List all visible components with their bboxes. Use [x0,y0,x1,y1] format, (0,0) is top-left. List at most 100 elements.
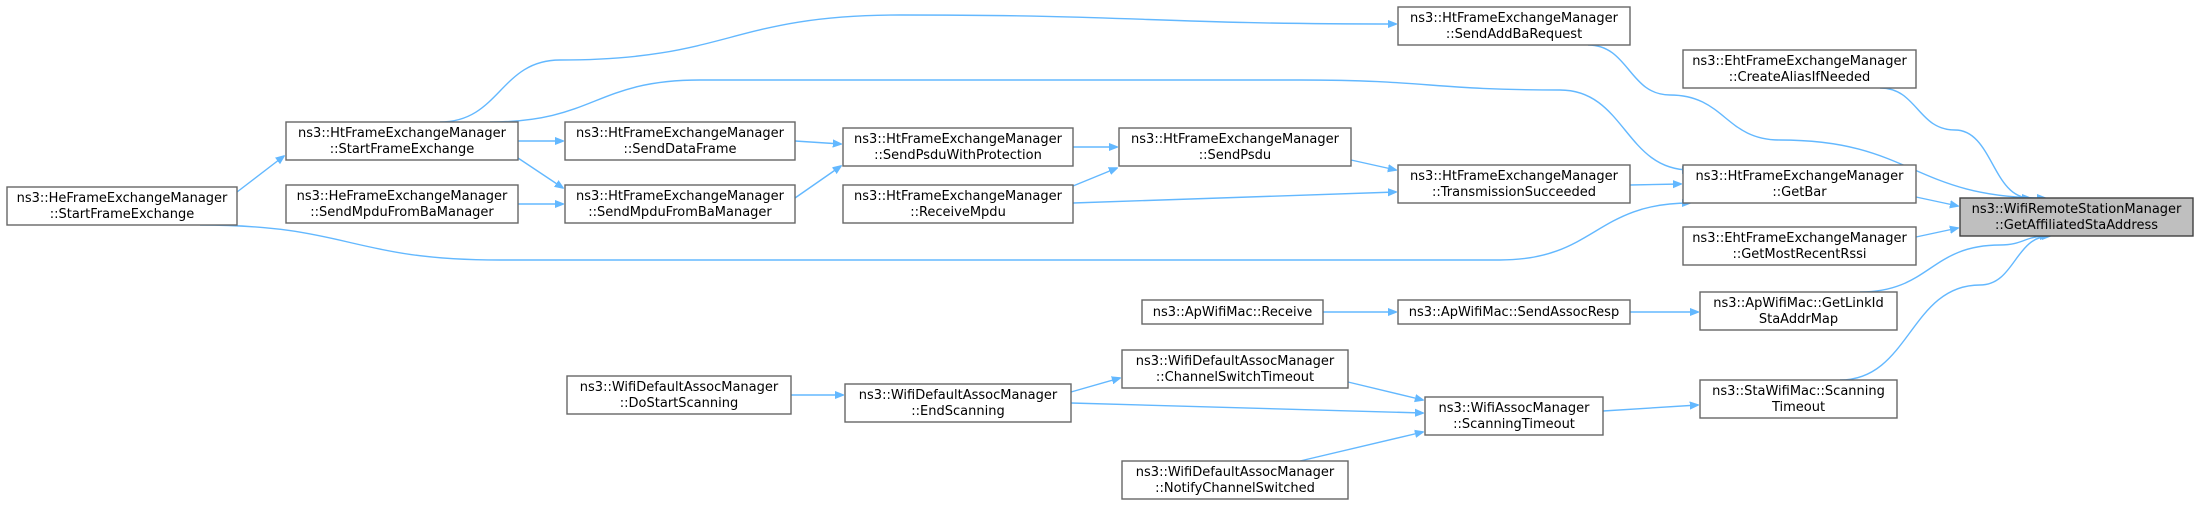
node-box [1118,127,1352,167]
node-receiveMpdu[interactable]: ns3::HtFrameExchangeManager::ReceiveMpdu [842,184,1074,224]
node-box [1682,226,1917,266]
node-chanSwitchTimeout[interactable]: ns3::WifiDefaultAssocManager::ChannelSwi… [1121,349,1349,389]
node-box [842,184,1074,224]
node-heStartFx[interactable]: ns3::HeFrameExchangeManager::StartFrameE… [6,186,238,226]
node-box [1699,379,1898,419]
node-box [285,121,519,161]
edge-notifyChanSwitched-to-assocScanTimeout [1299,432,1423,462]
node-apReceive[interactable]: ns3::ApWifiMac::Receive [1141,299,1324,325]
node-label-line: ns3::WifiDefaultAssocManager [1136,354,1335,369]
node-notifyChanSwitched[interactable]: ns3::WifiDefaultAssocManager::NotifyChan… [1121,460,1349,500]
node-box [564,184,796,224]
node-label-line: ::SendMpduFromBaManager [310,205,494,220]
node-box [564,121,796,161]
node-label-line: ::StartFrameExchange [50,207,195,222]
edge-chanSwitchTimeout-to-assocScanTimeout [1347,381,1423,400]
node-label-line: ::SendAddBaRequest [1446,27,1582,42]
node-box [1397,6,1631,46]
node-label-line: ::NotifyChannelSwitched [1155,481,1315,496]
node-ehtRecentRssi[interactable]: ns3::EhtFrameExchangeManager::GetMostRec… [1682,226,1917,266]
node-box [1699,291,1898,331]
node-label-line: ns3::WifiAssocManager [1439,401,1591,416]
edge-htStartFx-to-getBar [489,79,1690,170]
node-sendDataFrame[interactable]: ns3::HtFrameExchangeManager::SendDataFra… [564,121,796,161]
node-label-line: ns3::HtFrameExchangeManager [1131,132,1340,147]
edge-htStartFx-to-htSendMpduBa [517,157,563,188]
node-label-line: ns3::HtFrameExchangeManager [1696,169,1905,184]
node-root[interactable]: ns3::WifiRemoteStationManager::GetAffili… [1959,197,2194,237]
node-box [1959,197,2194,237]
node-label-line: ns3::HeFrameExchangeManager [17,191,228,206]
node-endScanning[interactable]: ns3::WifiDefaultAssocManager::EndScannin… [844,383,1072,423]
edge-ehtCreateAlias-to-root [1879,87,2030,198]
node-doStartScanning[interactable]: ns3::WifiDefaultAssocManager::DoStartSca… [566,375,792,415]
node-assocScanTimeout[interactable]: ns3::WifiAssocManager::ScanningTimeout [1424,396,1604,436]
node-txSucceeded[interactable]: ns3::HtFrameExchangeManager::Transmissio… [1397,164,1631,204]
node-label-line: ::SendPsduWithProtection [874,148,1042,163]
node-label-line: ::ChannelSwitchTimeout [1156,370,1314,385]
node-label-line: ::SendPsdu [1199,148,1271,163]
node-htStartFx[interactable]: ns3::HtFrameExchangeManager::StartFrameE… [285,121,519,161]
edge-endScanning-to-chanSwitchTimeout [1070,378,1120,393]
node-label-line: StaAddrMap [1759,312,1838,327]
node-heSendMpduBa[interactable]: ns3::HeFrameExchangeManager::SendMpduFro… [285,184,519,224]
edge-endScanning-to-assocScanTimeout [1070,402,1423,413]
node-label-line: ::SendMpduFromBaManager [588,205,772,220]
node-box [844,383,1072,423]
edge-heStartFx-to-htStartFx [236,156,284,193]
node-label-line: ns3::WifiRemoteStationManager [1972,202,2182,217]
node-box [842,127,1074,167]
node-label-line: ns3::HeFrameExchangeManager [297,189,508,204]
node-label-line: ::DoStartScanning [620,396,738,411]
node-sendAssocResp[interactable]: ns3::ApWifiMac::SendAssocResp [1397,299,1631,325]
node-getBar[interactable]: ns3::HtFrameExchangeManager::GetBar [1682,164,1917,204]
node-sendAddBa[interactable]: ns3::HtFrameExchangeManager::SendAddBaRe… [1397,6,1631,46]
edge-staScanTimeout-to-root [1839,236,2050,381]
node-box [1141,299,1324,325]
node-htSendMpduBa[interactable]: ns3::HtFrameExchangeManager::SendMpduFro… [564,184,796,224]
node-staScanTimeout[interactable]: ns3::StaWifiMac::ScanningTimeout [1699,379,1898,419]
node-box [1397,299,1631,325]
node-label-line: ns3::HtFrameExchangeManager [1410,11,1619,26]
node-sendPsduProt[interactable]: ns3::HtFrameExchangeManager::SendPsduWit… [842,127,1074,167]
node-box [566,375,792,415]
node-label-line: ns3::WifiDefaultAssocManager [1136,465,1335,480]
node-label-line: ::ScanningTimeout [1453,417,1575,432]
node-ehtCreateAlias[interactable]: ns3::EhtFrameExchangeManager::CreateAlia… [1682,49,1917,89]
node-label-line: ns3::HtFrameExchangeManager [1410,169,1619,184]
node-label-line: ns3::WifiDefaultAssocManager [580,380,779,395]
node-label-line: ns3::ApWifiMac::SendAssocResp [1409,305,1619,320]
node-label-line: ns3::EhtFrameExchangeManager [1692,231,1907,246]
node-box [1121,460,1349,500]
node-label-line: ns3::HtFrameExchangeManager [854,132,1063,147]
nodes-layer: ns3::WifiRemoteStationManager::GetAffili… [6,6,2194,500]
node-label-line: ns3::EhtFrameExchangeManager [1692,54,1907,69]
node-label-line: ::GetMostRecentRssi [1732,247,1866,262]
node-label-line: ns3::ApWifiMac::Receive [1153,305,1313,320]
node-box [1682,164,1917,204]
node-label-line: ::StartFrameExchange [330,142,475,157]
edge-ehtRecentRssi-to-root [1915,228,1958,238]
node-label-line: ns3::HtFrameExchangeManager [854,189,1063,204]
node-label-line: ::GetBar [1772,185,1827,200]
node-label-line: ns3::ApWifiMac::GetLinkId [1713,296,1884,311]
node-label-line: ns3::HtFrameExchangeManager [576,189,785,204]
node-label-line: ns3::StaWifiMac::Scanning [1712,384,1885,399]
edge-receiveMpdu-to-sendPsdu [1072,168,1117,187]
node-label-line: ::GetAffiliatedStaAddress [1995,218,2158,233]
node-label-line: ns3::WifiDefaultAssocManager [859,388,1058,403]
node-sendPsdu[interactable]: ns3::HtFrameExchangeManager::SendPsdu [1118,127,1352,167]
node-box [1682,49,1917,89]
edge-sendDataFrame-to-sendPsduProt [794,141,841,144]
node-label-line: ::ReceiveMpdu [910,205,1006,220]
node-box [285,184,519,224]
node-label-line: Timeout [1771,400,1825,415]
edge-htStartFx-to-sendAddBa [439,14,1396,123]
edge-txSucceeded-to-getBar [1629,184,1681,185]
edge-sendAddBa-to-root [1587,44,2045,198]
node-box [1121,349,1349,389]
edge-getLinkId-to-root [1859,236,2048,293]
edge-heStartFx-to-getBar [199,203,1690,261]
